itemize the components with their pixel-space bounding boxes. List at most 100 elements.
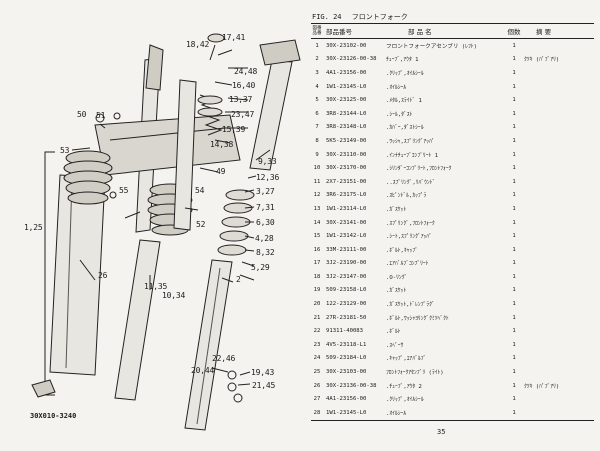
row-part-no: 91311-40083 bbox=[326, 328, 364, 335]
row-part-no: 30X-23110-00 bbox=[326, 151, 367, 158]
row-part-name: .ｵｲﾙｼｰﾙ bbox=[386, 84, 407, 91]
row-qty: 1 bbox=[512, 301, 516, 308]
callout-24-48: 24,48 bbox=[234, 67, 258, 76]
callout-52: 52 bbox=[196, 220, 206, 229]
row-ref: 2 bbox=[315, 56, 319, 63]
row-part-no: 1W1-23145-L0 bbox=[326, 83, 367, 90]
row-part-name: .ﾎﾞﾙﾄ bbox=[386, 329, 401, 336]
row-qty: 1 bbox=[512, 396, 516, 403]
header-part-no: 部品番号 bbox=[326, 28, 352, 36]
row-part-no: 1W1-23142-L0 bbox=[326, 233, 367, 240]
callout-8-32: 8,32 bbox=[256, 248, 275, 257]
callout-2: 2 bbox=[236, 275, 241, 284]
row-qty: 1 bbox=[512, 192, 516, 199]
callout-14-38: 14,38 bbox=[210, 140, 234, 149]
row-ref: 9 bbox=[315, 151, 319, 158]
row-part-no: 30X-23170-00 bbox=[326, 165, 367, 172]
row-ref: 22 bbox=[313, 328, 321, 335]
row-qty: 1 bbox=[512, 165, 516, 172]
row-part-no: 509-23158-L0 bbox=[326, 287, 367, 294]
row-part-name: .O-ﾘﾝｸﾞ bbox=[386, 274, 408, 281]
row-part-no: 4A1-23156-00 bbox=[326, 69, 367, 76]
row-ref: 3 bbox=[315, 69, 319, 76]
row-part-name: .ｲﾝﾅﾁｭｰﾌﾞｺﾝﾌﾟﾘｰﾄ 1 bbox=[386, 152, 439, 159]
callout-16-40: 16,40 bbox=[232, 81, 256, 90]
row-ref: 5 bbox=[315, 97, 319, 104]
row-ref: 24 bbox=[313, 355, 321, 362]
row-qty: 1 bbox=[512, 273, 516, 280]
diagram-code: 30X010-3240 bbox=[30, 412, 77, 420]
row-ref: 1 bbox=[315, 42, 319, 49]
callout-21-45: 21,45 bbox=[252, 381, 276, 390]
callout-18-42: 18,42 bbox=[186, 40, 210, 49]
row-part-no: 3J2-23190-00 bbox=[326, 260, 367, 267]
row-part-name: .ｶﾊﾞｰ,ﾀﾞｽﾄｼｰﾙ bbox=[386, 125, 424, 132]
row-part-no: 30X-23141-00 bbox=[326, 219, 367, 226]
row-part-no: 5K5-23149-00 bbox=[326, 137, 367, 144]
row-qty: 1 bbox=[512, 287, 516, 294]
row-qty: 1 bbox=[512, 137, 516, 144]
callout-4-28: 4,28 bbox=[255, 234, 274, 243]
figure-title: FIG. 24 フロントフォーク bbox=[312, 12, 414, 22]
row-part-no: 509-23184-L0 bbox=[326, 355, 367, 362]
row-qty: 1 bbox=[512, 409, 516, 416]
row-part-name: .ｽﾌﾟﾘﾝｸﾞ,ﾌﾛﾝﾄﾌｫｰｸ bbox=[386, 220, 435, 227]
row-qty: 1 bbox=[512, 69, 516, 76]
row-ref: 14 bbox=[313, 219, 321, 226]
callout-54: 54 bbox=[195, 186, 205, 195]
fork-exploded-diagram bbox=[31, 33, 301, 431]
row-part-name: フロントフォークアセンブリ (ﾚﾌﾄ) bbox=[386, 43, 477, 50]
row-part-no: 33M-23111-00 bbox=[326, 246, 367, 253]
callout-20-44: 20,44 bbox=[191, 366, 215, 375]
callout-6-30: 6,30 bbox=[256, 218, 275, 227]
row-part-no: 122-23129-00 bbox=[326, 301, 367, 308]
callout-10-34: 10,34 bbox=[162, 291, 186, 300]
row-part-no: 1W1-23145-L0 bbox=[326, 409, 367, 416]
row-qty: 1 bbox=[512, 382, 516, 389]
row-qty: 1 bbox=[512, 369, 516, 376]
row-part-name: .ｷｬｯﾌﾟ,ｴｱﾊﾞﾙﾌﾞ bbox=[386, 356, 427, 363]
row-qty: 1 bbox=[512, 42, 516, 49]
row-qty: 1 bbox=[512, 97, 516, 104]
row-qty: 1 bbox=[512, 110, 516, 117]
callout-50: 50 bbox=[77, 110, 87, 119]
row-part-name: .ｽﾋﾟﾝﾄﾞﾙ,ｶｯﾌﾟﾗ bbox=[386, 193, 427, 200]
row-part-no: 4V5-23118-L1 bbox=[326, 341, 367, 348]
row-ref: 23 bbox=[313, 341, 321, 348]
row-ref: 15 bbox=[313, 233, 321, 240]
row-part-name: .ﾒﾀﾙ,ｽﾗｲﾄﾞ 1 bbox=[386, 98, 422, 105]
row-ref: 20 bbox=[313, 301, 321, 308]
row-part-name: .ﾁｭｰﾌﾞ,ｱｳﾀ 2 bbox=[386, 383, 422, 390]
row-ref: 25 bbox=[313, 369, 321, 376]
row-qty: 1 bbox=[512, 56, 516, 63]
row-part-no: 30X-23126-00-38 bbox=[326, 56, 377, 63]
row-part-no: 3R6-23175-L0 bbox=[326, 192, 367, 199]
header-qty: 個数 bbox=[507, 28, 521, 36]
row-ref: 10 bbox=[313, 165, 321, 172]
row-part-name: .ｶﾞｽｹｯﾄ bbox=[386, 288, 407, 295]
row-part-name: .ｼｰﾄ,ｽﾌﾟﾘﾝｸﾞｱｯﾊﾟ bbox=[386, 234, 432, 241]
row-part-no: 3J2-23147-00 bbox=[326, 273, 367, 280]
row-ref: 8 bbox=[315, 137, 319, 144]
row-part-name: .ﾎﾞﾙﾄ,ｷｬｯﾌﾟ bbox=[386, 247, 418, 254]
row-qty: 1 bbox=[512, 328, 516, 335]
row-ref: 7 bbox=[315, 124, 319, 131]
row-part-no: 27R-23181-50 bbox=[326, 314, 367, 321]
row-part-no: 3R8-23144-L0 bbox=[326, 110, 367, 117]
